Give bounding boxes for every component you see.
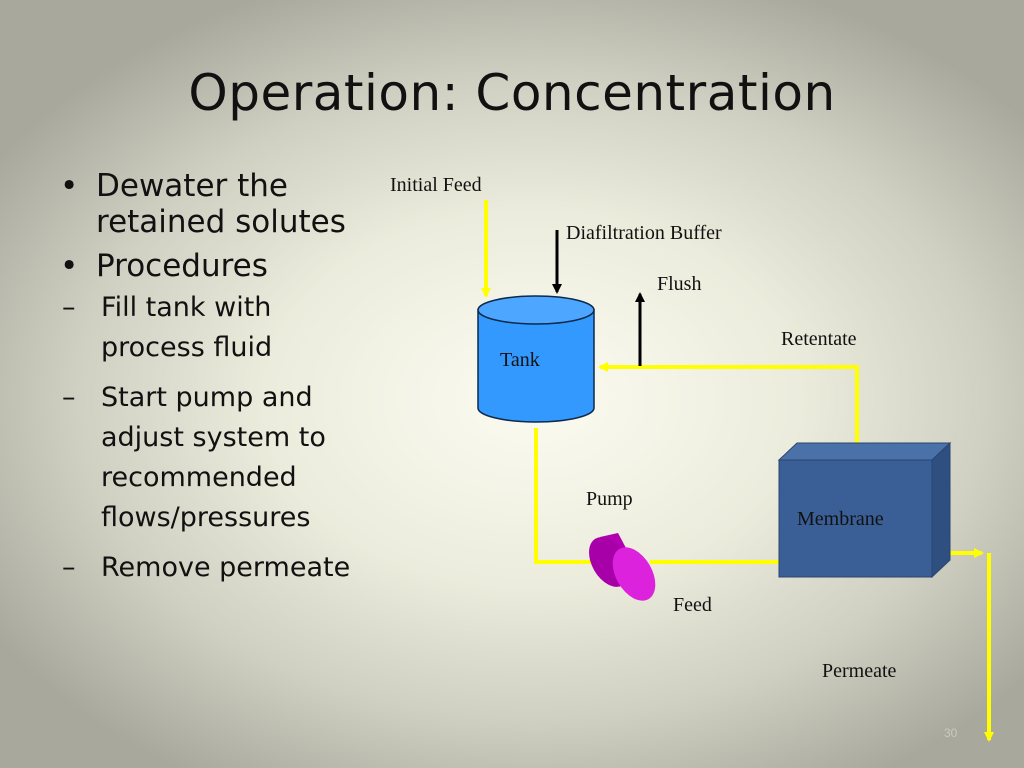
label-initial-feed: Initial Feed: [390, 174, 482, 196]
membrane-front-face: [778, 459, 933, 578]
tank: [477, 295, 595, 423]
sub-bullet-line: Start pump and: [101, 382, 313, 413]
membrane-side-face: [931, 441, 951, 579]
membrane: [777, 441, 952, 579]
dash-icon: –: [62, 552, 76, 583]
tank-body: [477, 309, 595, 423]
bullet-dot-icon: •: [60, 248, 79, 284]
flow-lines: [481, 200, 994, 742]
label-diafiltration-buffer: Diafiltration Buffer: [566, 222, 722, 244]
sub-bullet-line: adjust system to: [101, 422, 326, 453]
label-feed: Feed: [673, 594, 712, 616]
sub-bullet-line: flows/pressures: [101, 502, 311, 533]
label-membrane: Membrane: [797, 508, 884, 530]
tank-top: [477, 295, 595, 325]
sub-bullet-list: – Fill tank with process fluid – Start p…: [62, 288, 436, 588]
pump-front-face: [612, 547, 656, 601]
sub-bullet-item: – Fill tank with process fluid: [56, 288, 436, 368]
retentate-return-line: [598, 362, 859, 456]
membrane-top-face: [777, 442, 952, 461]
slide-title: Operation: Concentration: [188, 64, 836, 122]
bullet-line: Procedures: [96, 248, 268, 284]
bullet-item: • Dewater the retained solutes: [56, 168, 436, 240]
sub-bullet-line: Remove permeate: [101, 552, 351, 583]
bullet-list: • Dewater the retained solutes • Procedu…: [56, 168, 436, 598]
sub-bullet-line: process fluid: [101, 332, 273, 363]
dash-icon: –: [62, 292, 76, 323]
tank-to-pump-line: [534, 428, 596, 564]
sub-bullet-line: recommended: [101, 462, 297, 493]
sub-bullet-line: Fill tank with: [101, 292, 272, 323]
label-flush: Flush: [657, 273, 701, 295]
label-pump: Pump: [586, 488, 633, 510]
page-number: 30: [944, 726, 958, 740]
sub-bullet-item: – Start pump and adjust system to recomm…: [56, 378, 436, 538]
dash-icon: –: [62, 382, 76, 413]
label-tank: Tank: [500, 349, 540, 371]
pump: [589, 533, 656, 601]
bullet-line: Dewater the: [96, 168, 288, 204]
sub-bullet-item: – Remove permeate: [56, 548, 436, 588]
bullet-line: retained solutes: [96, 204, 346, 240]
label-retentate: Retentate: [781, 328, 857, 350]
bullet-item: • Procedures – Fill tank with process fl…: [56, 248, 436, 588]
label-permeate: Permeate: [822, 660, 897, 682]
bullet-dot-icon: •: [60, 168, 79, 204]
